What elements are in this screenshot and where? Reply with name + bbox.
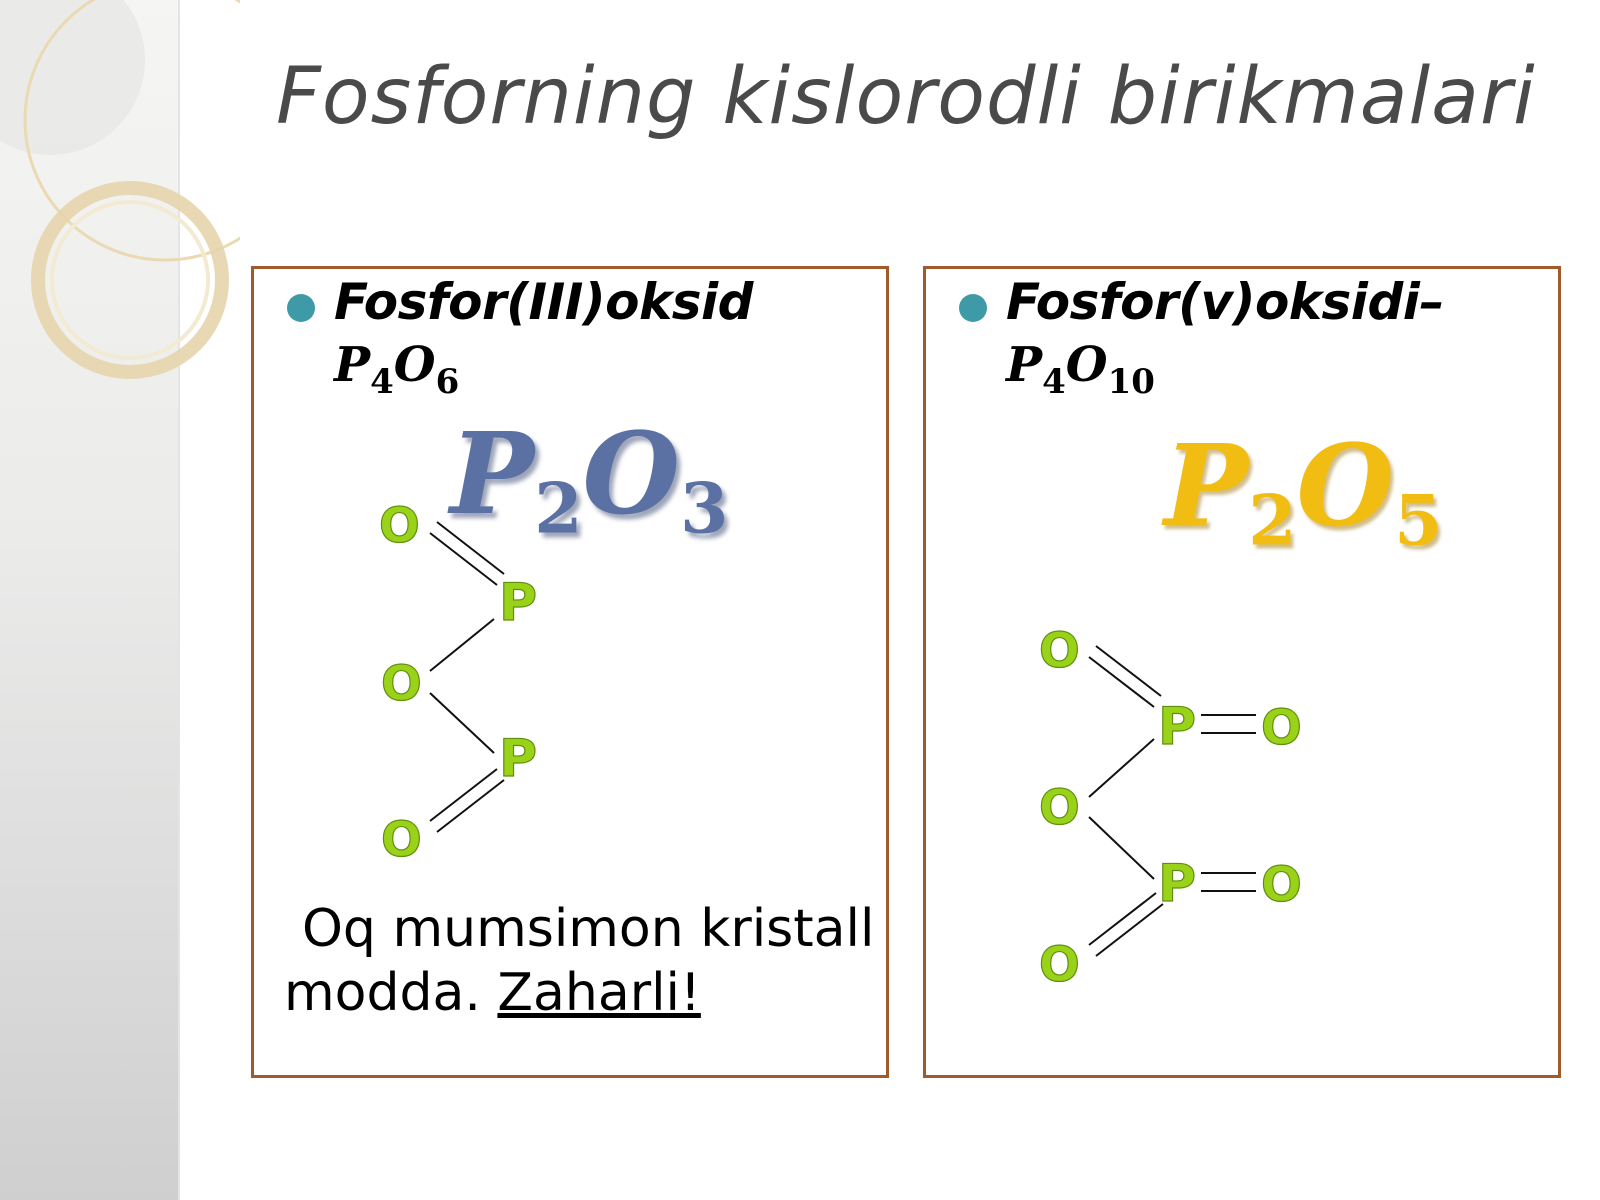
structural-formula: O P O P O [378, 497, 537, 868]
atom-phosphorus: P [499, 573, 537, 633]
bond [429, 692, 495, 754]
formula-subscript: 10 [1107, 362, 1155, 402]
atom-oxygen: O [1261, 857, 1302, 913]
formula-element: P [1164, 421, 1249, 552]
formula-element: P [1006, 337, 1043, 393]
bond [429, 618, 495, 672]
atom-phosphorus: P [499, 729, 537, 789]
bond [436, 521, 505, 575]
bullet-icon [287, 294, 315, 322]
formula-subscript: 3 [680, 468, 729, 550]
atom-phosphorus: P [1158, 697, 1196, 757]
formula-subscript: 6 [435, 362, 460, 402]
description-line: Oq mumsimon kristall [302, 899, 875, 959]
bond [1088, 738, 1155, 798]
bond [429, 768, 498, 822]
oxide-name: Fosfor(v)oksidi– [1006, 273, 1444, 331]
atom-oxygen: O [1039, 780, 1080, 836]
formula-element: P [334, 337, 371, 393]
formula-element: O [1296, 421, 1395, 552]
bullet-icon [959, 294, 987, 322]
bond [1088, 656, 1155, 708]
description: Oq mumsimon kristall modda. Zaharli! [284, 897, 874, 1025]
bond [1088, 892, 1157, 946]
description-line: modda. Zaharli! [284, 961, 874, 1025]
empirical-formula: P2O3 [450, 409, 728, 549]
bond [429, 532, 498, 586]
formula-subscript: 4 [370, 362, 394, 402]
formula-element: O [582, 409, 681, 540]
bond [436, 779, 505, 833]
atom-oxygen: O [1039, 937, 1080, 993]
warning-text: Zaharli! [497, 963, 701, 1023]
bond [1095, 645, 1162, 697]
formula-subscript: 2 [534, 468, 583, 550]
empirical-formula: P2O5 [1164, 421, 1442, 561]
formula-element: P [450, 409, 535, 540]
formula-element: O [393, 337, 436, 393]
formula-element: O [1065, 337, 1108, 393]
slide-title: Fosforning kislorodli birikmalari [276, 52, 1536, 142]
atom-oxygen: O [379, 498, 420, 554]
bond [1095, 903, 1164, 957]
oxide-name: Fosfor(III)oksid [334, 273, 753, 331]
formula-subscript: 2 [1248, 480, 1297, 562]
formula-subscript: 5 [1394, 480, 1443, 562]
atom-oxygen: O [381, 812, 422, 868]
panel-phosphorus-v-oxide: Fosfor(v)oksidi– P4O10 P2O5 O P O O P O … [923, 266, 1561, 1078]
decorative-rings [0, 0, 240, 379]
bond [1088, 816, 1155, 880]
atom-oxygen: O [381, 656, 422, 712]
atom-oxygen: O [1261, 700, 1302, 756]
atom-oxygen: O [1039, 623, 1080, 679]
atom-phosphorus: P [1158, 854, 1196, 914]
panel-phosphorus-iii-oxide: Fosfor(III)oksid P4O6 P2O3 O P O P O Oq … [251, 266, 889, 1078]
description-text: modda. [284, 963, 498, 1023]
molecular-formula: P4O10 [1006, 337, 1155, 402]
structural-formula: O P O O P O O [1038, 622, 1302, 993]
molecular-formula: P4O6 [334, 337, 459, 402]
formula-subscript: 4 [1042, 362, 1066, 402]
